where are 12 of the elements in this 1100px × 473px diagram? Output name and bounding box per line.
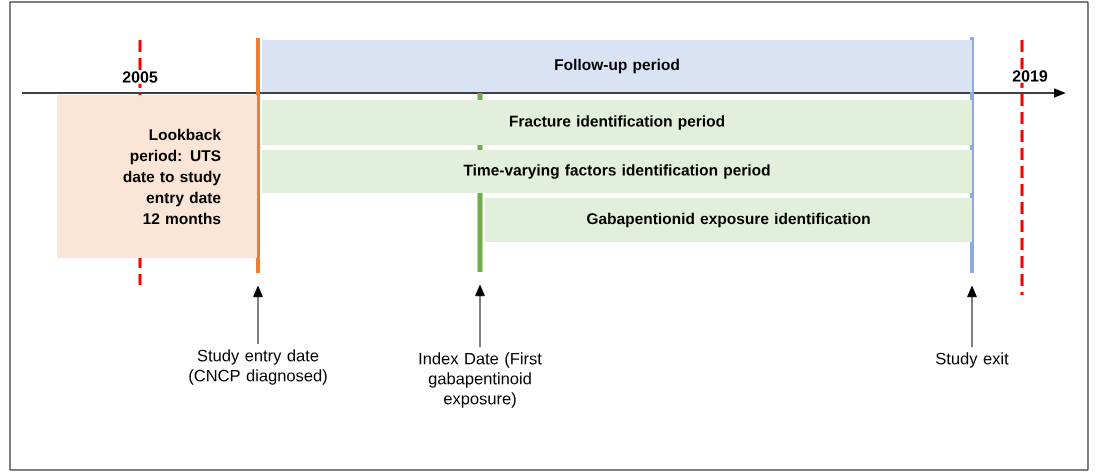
year-label: 2019: [1011, 69, 1049, 83]
event-label: Index Date (First gabapentinoid exposure): [419, 352, 542, 408]
arrow: [475, 285, 485, 348]
period-band: Gabapentionid exposure identification: [485, 198, 972, 242]
arrow: [253, 286, 263, 345]
period-band: Time-varying factors identification period: [262, 150, 972, 193]
period-band: Follow-up period: [262, 40, 972, 92]
arrow: [967, 286, 977, 348]
event-label: Study exit: [936, 352, 1009, 368]
period-band: Lookback period: UTS date to study entry date 12 months: [57, 95, 257, 258]
event-label: Study entry date (CNCP diagnosed): [189, 349, 327, 385]
period-band: Fracture identification period: [262, 100, 972, 145]
